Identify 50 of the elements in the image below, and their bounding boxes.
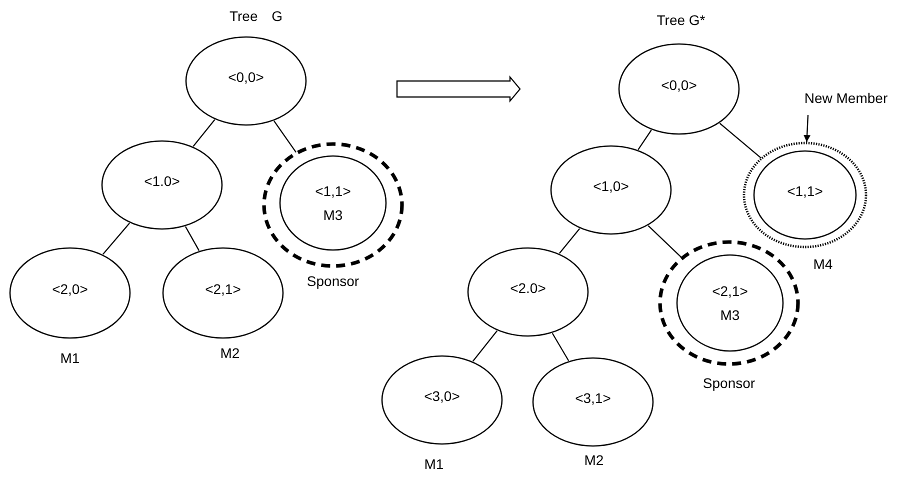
tree-node-ellipse	[101, 140, 223, 230]
tree-node-ellipse	[618, 43, 740, 135]
tree-node-ellipse	[279, 155, 387, 251]
node-index-label: <0,0>	[227, 69, 265, 85]
tree-link	[719, 122, 762, 158]
callout-text: New Member	[803, 90, 889, 106]
node-index-label: <2.0>	[509, 280, 547, 296]
member-label: M3	[322, 207, 344, 223]
member-ring	[659, 241, 799, 365]
node-index-label: <1,0>	[592, 178, 630, 194]
node-caption: Sponsor	[306, 273, 360, 289]
member-ring	[743, 142, 867, 248]
tree-title: Tree G	[228, 8, 284, 24]
tree-node-ellipse	[185, 36, 307, 126]
tree-node-ellipse	[676, 254, 784, 352]
node-index-label: <1,1>	[786, 183, 824, 199]
tree-link	[184, 226, 200, 251]
member-ring	[263, 143, 403, 267]
member-label: M3	[719, 307, 741, 323]
tree-link	[274, 120, 297, 153]
tree-node-ellipse	[467, 247, 589, 337]
node-caption: Sponsor	[702, 375, 756, 391]
node-caption: M1	[59, 350, 81, 366]
node-index-label: <1,1>	[314, 183, 352, 199]
tree-link	[648, 225, 682, 258]
node-caption: M4	[812, 256, 834, 272]
node-caption: M2	[583, 452, 605, 468]
node-index-label: <3,1>	[574, 390, 612, 406]
tree-node-ellipse	[550, 145, 672, 235]
tree-link	[102, 222, 130, 255]
tree-node-ellipse	[9, 247, 131, 339]
tree-link	[638, 130, 652, 150]
tree-link	[552, 332, 570, 362]
tree-node-ellipse	[162, 247, 284, 339]
tree-link	[558, 228, 580, 254]
node-index-label: <2,0>	[51, 281, 89, 297]
tree-node-ellipse	[532, 357, 654, 447]
tree-node-ellipse	[381, 355, 503, 445]
node-caption: M2	[219, 345, 241, 361]
node-index-label: <2,1>	[711, 283, 749, 299]
tree-link	[472, 330, 498, 362]
node-index-label: <1.0>	[143, 173, 181, 189]
node-index-label: <3,0>	[423, 388, 461, 404]
node-index-label: <2,1>	[204, 281, 242, 297]
node-caption: M1	[423, 456, 445, 472]
tree-node-ellipse	[753, 150, 857, 240]
tree-link	[192, 119, 216, 147]
tree-title: Tree G*	[656, 12, 706, 28]
node-index-label: <0,0>	[660, 77, 698, 93]
leader-arrow	[804, 114, 811, 142]
